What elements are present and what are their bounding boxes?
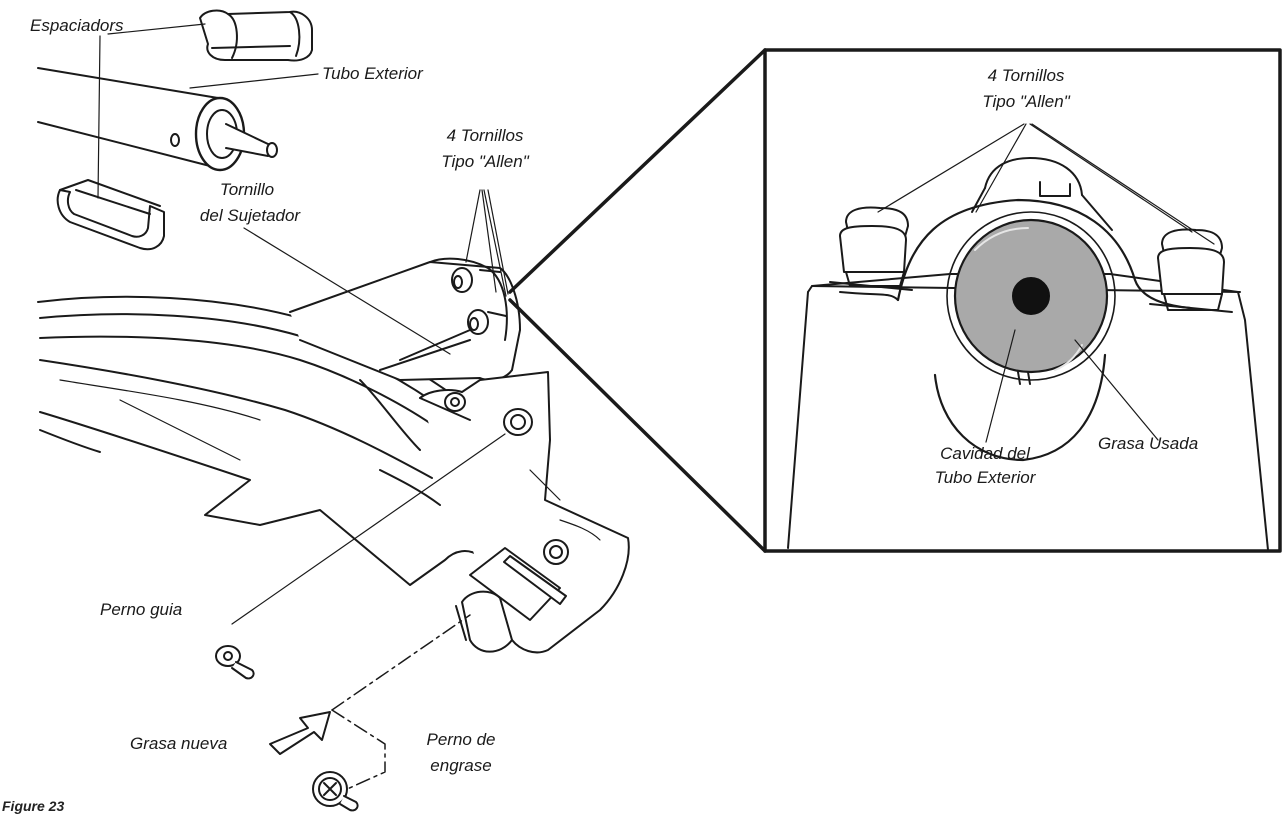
label-fastener-screw-1: Tornillo (219, 180, 275, 199)
label-guide-bolt: Perno guia (100, 600, 183, 619)
swing-arm (37, 295, 481, 586)
label-new-grease: Grasa nueva (130, 734, 228, 753)
pivot-bracket (419, 371, 630, 654)
grease-path (331, 614, 471, 791)
inset-label-cavity-1: Cavidad del (940, 444, 1030, 463)
outer-tube (37, 67, 278, 172)
zoom-connectors (508, 48, 767, 553)
label-allen-screws-1: 4 Tornillos (446, 126, 524, 145)
grease-bolt (312, 771, 359, 812)
inset-label-allen-screws-1: 4 Tornillos (987, 66, 1065, 85)
label-grease-bolt-1: Perno de (426, 730, 496, 749)
detail-inset (763, 48, 1282, 553)
label-grease-bolt-2: engrase (430, 756, 492, 775)
inset-label-used-grease: Grasa Usada (1098, 434, 1199, 453)
label-outer-tube: Tubo Exterior (322, 64, 423, 83)
figure-caption: Figure 23 (2, 798, 65, 814)
label-fastener-screw-2: del Sujetador (199, 206, 301, 225)
label-allen-screws-2: Tipo "Allen" (441, 152, 529, 171)
grease-arrow (269, 711, 331, 755)
label-spacers: Espaciadors (30, 16, 124, 35)
inset-label-cavity-2: Tubo Exterior (934, 468, 1036, 487)
inset-label-allen-screws-2: Tipo "Allen" (982, 92, 1070, 111)
leader-lines (97, 23, 509, 625)
spacer-bottom (56, 179, 165, 251)
spacer-top (199, 9, 313, 62)
guide-bolt (215, 645, 255, 680)
